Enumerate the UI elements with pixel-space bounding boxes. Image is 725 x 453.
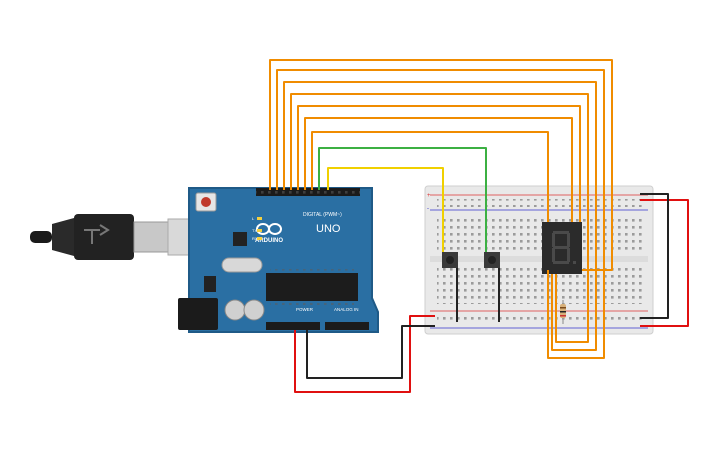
push-button-2-cap[interactable] <box>488 256 496 264</box>
usb-symbol-icon <box>84 224 110 244</box>
wire-segment-d[interactable] <box>290 93 589 343</box>
rail-label-plus: + <box>427 193 431 199</box>
wire-segment-c[interactable] <box>283 81 597 351</box>
usb-connector-metal <box>133 221 169 253</box>
digital-header-label: DIGITAL (PWM~) <box>303 212 342 218</box>
led-label-rx: RX <box>252 236 258 241</box>
analog-header[interactable] <box>325 322 369 330</box>
wire-segment-f[interactable] <box>304 117 573 222</box>
arduino-board[interactable]: DIGITAL (PWM~) UNO ARDUINO POWER ANALOG … <box>178 187 379 333</box>
push-button-1-cap[interactable] <box>446 256 454 264</box>
breadboard[interactable]: + - <box>424 185 654 335</box>
reset-button-cap[interactable] <box>201 197 211 207</box>
resistor[interactable] <box>560 300 566 324</box>
wire-rail-positive-jumper[interactable] <box>640 199 689 327</box>
wire-5v[interactable] <box>294 315 435 393</box>
wires <box>269 59 689 393</box>
resistor-band-1 <box>560 307 566 309</box>
center-channel <box>430 256 648 262</box>
wire-button-1-signal[interactable] <box>327 167 444 252</box>
wire-segment-a[interactable] <box>269 59 613 271</box>
led-tx-icon <box>257 229 262 232</box>
usb-chip <box>233 232 247 246</box>
seven-segment-display[interactable] <box>542 222 582 274</box>
push-button-2[interactable] <box>484 252 500 268</box>
usb-cable-wire <box>30 231 52 243</box>
wire-segment-g[interactable] <box>311 131 549 222</box>
atmega-pins <box>270 269 354 305</box>
wire-rail-negative-jumper[interactable] <box>640 193 669 319</box>
crystal-oscillator <box>221 257 263 273</box>
resistor-band-3 <box>560 315 566 317</box>
power-jack <box>178 298 218 330</box>
wire-button-2-signal[interactable] <box>318 147 487 252</box>
power-label: POWER <box>296 307 314 312</box>
led-label-tx: TX <box>252 228 257 233</box>
capacitor-2 <box>243 299 265 321</box>
capacitor-1 <box>224 299 246 321</box>
seven-segment-digit-icon <box>552 231 576 264</box>
atmega-chip <box>266 273 358 301</box>
digital-header-pins <box>256 189 360 195</box>
led-l-icon <box>257 217 262 220</box>
usb-strain-relief <box>52 218 74 256</box>
push-button-1[interactable] <box>442 252 458 268</box>
led-rx-icon <box>257 237 262 240</box>
usb-plug-icon <box>74 214 134 260</box>
arduino-logo-icon <box>256 223 283 235</box>
wire-segment-b[interactable] <box>276 69 605 359</box>
regulator-chip <box>204 276 216 292</box>
led-label-l: L <box>252 216 255 221</box>
power-header[interactable] <box>266 322 320 330</box>
top-rail-holes <box>437 199 643 207</box>
brand-label: ARDUINO <box>255 238 283 244</box>
upper-terminal-holes <box>437 216 643 254</box>
analog-label: ANALOG IN <box>334 307 359 312</box>
wire-gnd[interactable] <box>306 325 435 379</box>
wire-segment-e[interactable] <box>297 105 581 222</box>
resistor-band-2 <box>560 311 566 313</box>
rail-label-minus: - <box>427 206 429 212</box>
board-model-label: UNO <box>316 223 341 235</box>
usb-cable[interactable] <box>30 214 207 260</box>
bottom-rail-holes <box>437 315 643 323</box>
